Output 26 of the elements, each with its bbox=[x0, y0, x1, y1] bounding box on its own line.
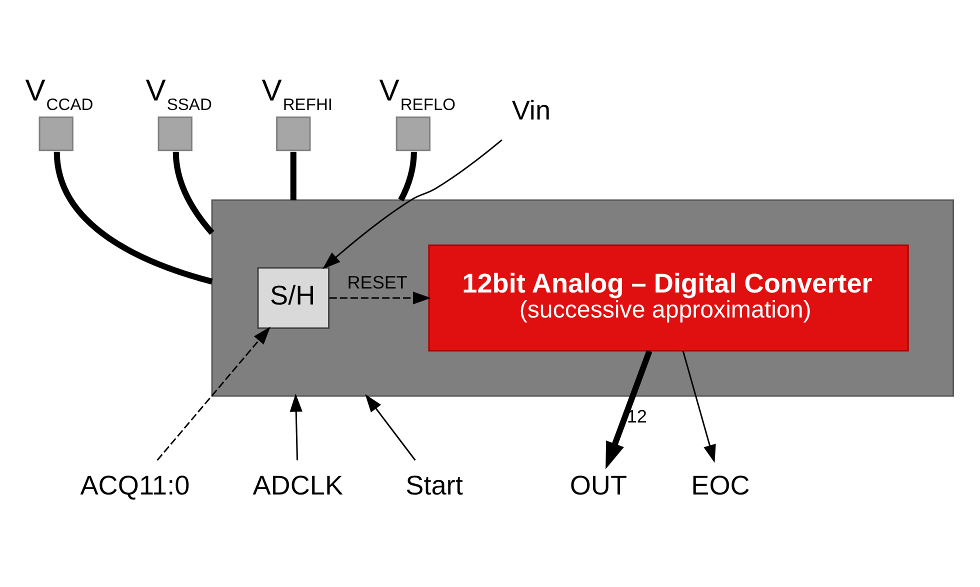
arrow bbox=[156, 326, 270, 461]
arrow bbox=[290, 394, 302, 460]
node-label: V$_{REFHI}$ bbox=[262, 74, 333, 114]
edge-label: 12 bbox=[626, 406, 647, 426]
node-text: OUT bbox=[570, 469, 628, 500]
arrow bbox=[329, 292, 432, 304]
node-label: V$_{SSAD}$ bbox=[146, 74, 212, 114]
arrow bbox=[322, 139, 502, 270]
node-box: 12bit Analog – Digital Converter (successive approximation) bbox=[428, 244, 909, 352]
connector bbox=[398, 152, 417, 202]
connector bbox=[172, 152, 214, 235]
connector bbox=[54, 152, 213, 284]
arrow bbox=[365, 394, 416, 461]
node-label: V$_{REFLO}$ bbox=[379, 74, 456, 114]
node-box: S/H bbox=[257, 267, 330, 329]
node-text: ACQ11:0 bbox=[80, 469, 190, 500]
node-label: V$_{CCAD}$ bbox=[25, 74, 94, 114]
arrow bbox=[682, 350, 716, 463]
cluster bbox=[211, 199, 954, 397]
arrow bbox=[606, 350, 652, 470]
connector bbox=[290, 152, 296, 200]
edge-label: RESET bbox=[347, 272, 408, 292]
node-text: Vin bbox=[512, 94, 551, 126]
node-text: ADCLK bbox=[252, 469, 344, 500]
node-text: EOC bbox=[691, 469, 750, 500]
node-text: Start bbox=[406, 469, 463, 500]
